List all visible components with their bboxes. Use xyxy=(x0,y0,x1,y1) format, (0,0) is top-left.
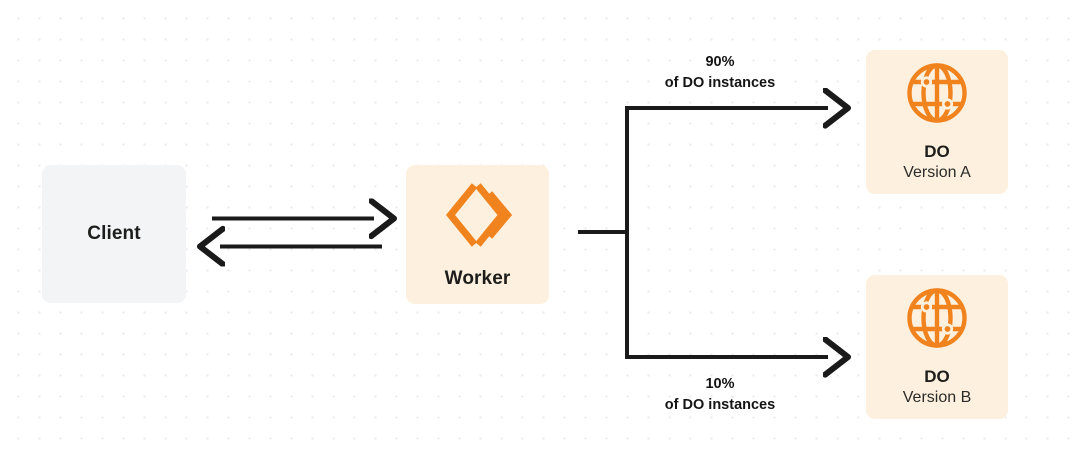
node-do-a-label: DO xyxy=(924,141,950,161)
durable-object-globe-icon xyxy=(905,61,969,130)
node-do-a-version: Version A xyxy=(903,164,971,182)
node-worker: Worker xyxy=(406,165,549,304)
edge-label-do-b-text: of DO instances xyxy=(664,396,776,413)
edge-label-do-b: 10% of DO instances xyxy=(621,374,819,415)
edge-label-do-b-percent: 10% xyxy=(705,376,735,392)
node-client-label: Client xyxy=(87,222,141,244)
node-worker-label: Worker xyxy=(444,267,511,289)
edge-label-do-a-text: of DO instances xyxy=(664,74,776,91)
durable-object-globe-icon xyxy=(905,286,969,355)
node-do-b-label: DO xyxy=(924,366,950,386)
edge-label-do-a: 90% of DO instances xyxy=(621,52,819,93)
edge-label-do-a-percent: 90% xyxy=(705,54,735,70)
node-do-b-version: Version B xyxy=(902,389,972,407)
node-do-version-b: DO Version B xyxy=(866,275,1008,419)
cloudflare-workers-icon xyxy=(444,180,512,255)
node-client: Client xyxy=(42,165,186,303)
node-do-version-a: DO Version A xyxy=(866,50,1008,194)
